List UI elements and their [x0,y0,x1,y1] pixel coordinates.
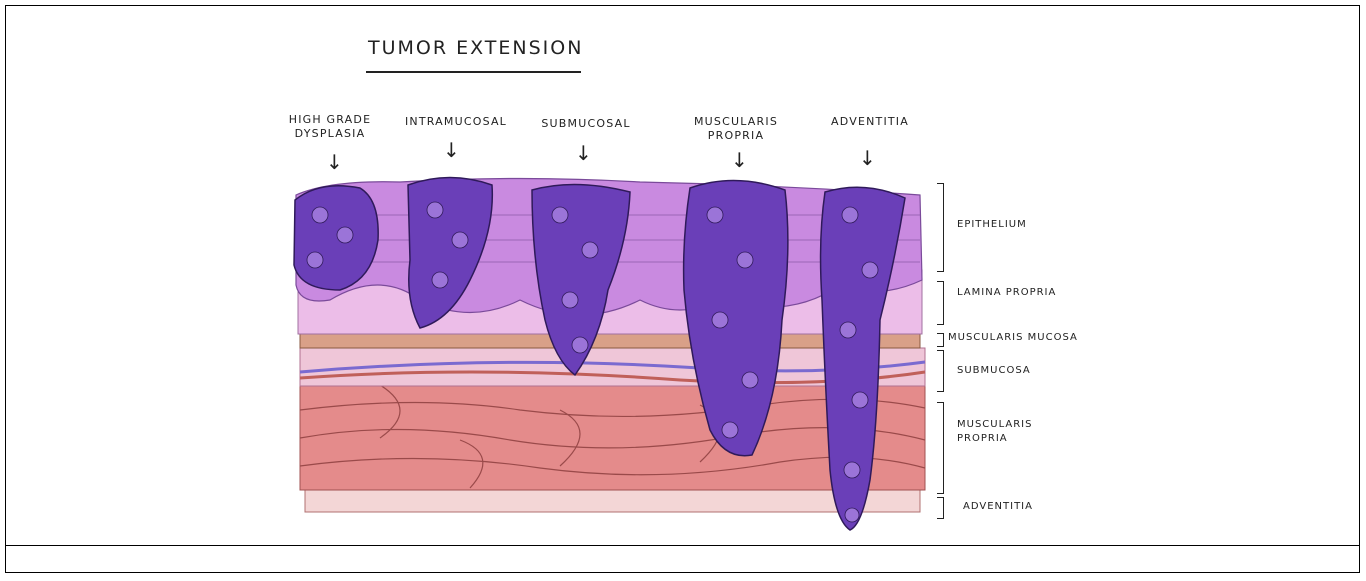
arrow-down-icon: ↓ [859,148,876,168]
adventitia-layer [305,488,920,512]
layer-label-muscularis-propria: MUSCULARIS PROPRIA [957,418,1032,446]
bracket-muscularis-mucosa [937,333,944,347]
arrow-down-icon: ↓ [731,150,748,170]
stage-label-high-grade-dysplasia: HIGH GRADE DYSPLASIA [282,113,378,141]
title-underline [366,71,581,73]
layer-label-adventitia: ADVENTITIA [963,501,1033,512]
layer-label-muscularis-mucosa: MUSCULARIS MUCOSA [948,332,1078,343]
stage-label-intramucosal: INTRAMUCOSAL [402,115,510,129]
bracket-lamina-propria [937,281,944,325]
layer-label-lamina-propria: LAMINA PROPRIA [957,287,1056,298]
arrow-down-icon: ↓ [326,152,343,172]
arrow-down-icon: ↓ [443,140,460,160]
diagram-title: TUMOR EXTENSION [368,37,583,59]
layer-label-epithelium: EPITHELIUM [957,219,1027,230]
bracket-epithelium [937,183,944,272]
arrow-down-icon: ↓ [575,143,592,163]
bracket-muscularis-propria [937,402,944,494]
bracket-submucosa [937,350,944,392]
stage-label-muscularis-propria: MUSCULARIS PROPRIA [680,115,792,143]
stage-label-adventitia: ADVENTITIA [820,115,920,129]
layer-label-submucosa: SUBMUCOSA [957,365,1031,376]
bracket-adventitia [937,497,944,519]
stage-label-submucosal: SUBMUCOSAL [536,117,636,131]
